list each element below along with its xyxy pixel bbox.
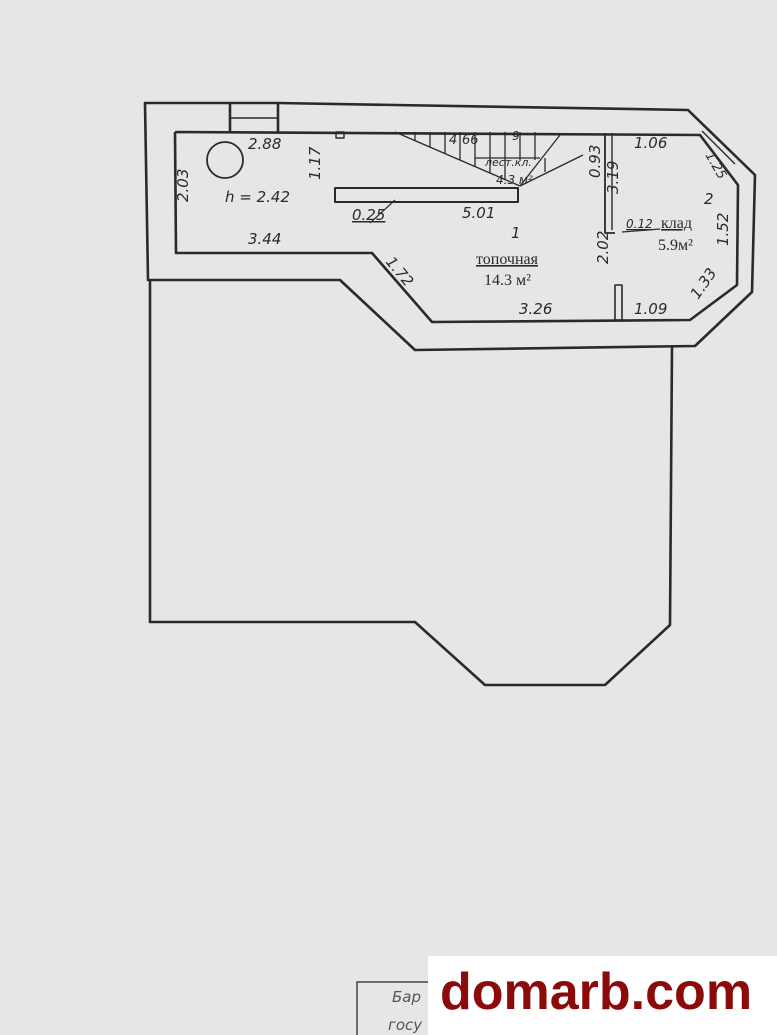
- watermark: domarb.com: [428, 956, 777, 1035]
- dim-label: 5.01: [462, 204, 495, 222]
- dim-label: 2.88: [248, 135, 281, 153]
- dim-label: 0.93: [586, 145, 604, 178]
- room-area: 14.3 м²: [484, 272, 531, 289]
- column: [335, 131, 345, 139]
- partition-stub: [614, 284, 623, 321]
- room-name: клад: [661, 215, 692, 232]
- dim-label: 3.19: [604, 161, 622, 194]
- inner-wall: [173, 130, 740, 324]
- room-area: 5.9м²: [658, 237, 693, 254]
- lower-floor-outline: [148, 280, 674, 687]
- leader-line: [621, 228, 661, 233]
- boiler-symbol: [206, 141, 244, 179]
- title-block-text: госу: [388, 1016, 423, 1034]
- title-block-text: Бар: [392, 988, 421, 1006]
- corner-window: [687, 109, 756, 176]
- leader-line: [369, 199, 396, 224]
- room-number: 1: [511, 224, 521, 242]
- stair-count: 4: [449, 133, 457, 148]
- height-label: h = 2.42: [225, 188, 290, 206]
- interior-wall: [334, 187, 519, 203]
- stair-label: лест.кл.: [484, 156, 532, 169]
- stair-count: 66: [462, 133, 479, 148]
- partition-wall: [604, 133, 615, 234]
- dim-label: 2.03: [174, 169, 192, 202]
- dim-label: 1.33: [687, 265, 721, 303]
- dim-label: 1.06: [634, 134, 667, 152]
- dim-label: 1.52: [714, 213, 732, 246]
- window: [228, 101, 280, 132]
- staircase: [394, 131, 584, 187]
- dim-label: 0.25: [352, 206, 385, 224]
- room-number: 2: [704, 190, 714, 208]
- dim-label: 1.09: [634, 300, 667, 318]
- room-name: топочная: [476, 251, 539, 268]
- dim-label: 1.17: [306, 146, 324, 180]
- stair-count: 9: [512, 129, 520, 143]
- watermark-text: domarb.com: [440, 963, 753, 1021]
- stair-area: 4.3 м²: [496, 173, 533, 187]
- dim-label: 3.44: [248, 230, 281, 248]
- dim-label: 3.26: [519, 300, 552, 318]
- dim-label: 0.12: [626, 217, 653, 231]
- dim-label: 2.02: [594, 231, 612, 264]
